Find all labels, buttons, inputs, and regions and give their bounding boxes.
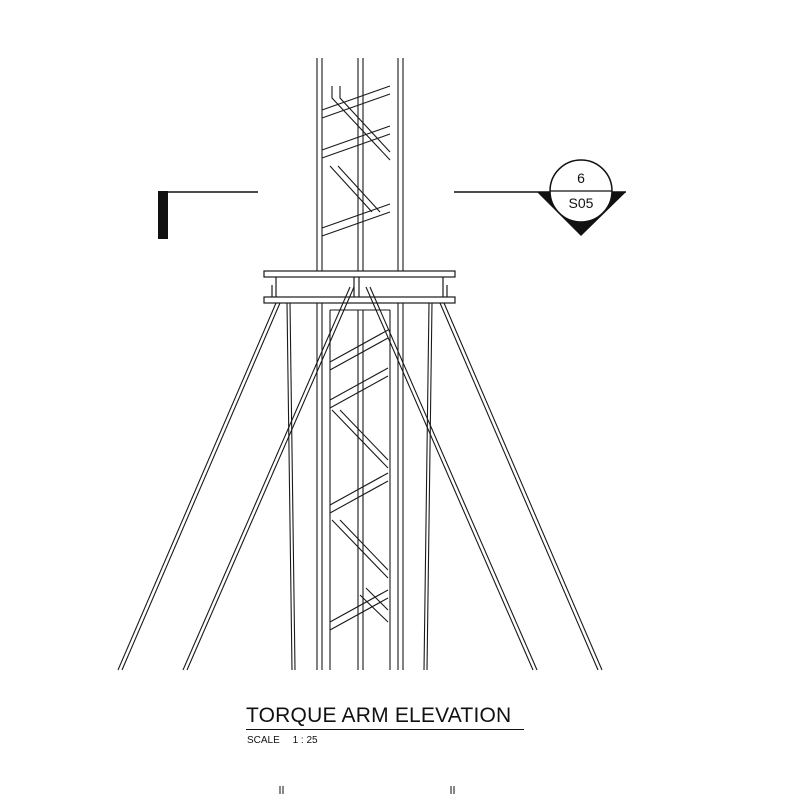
flange-plates bbox=[263, 270, 456, 304]
bottom-ticks bbox=[279, 786, 455, 794]
title-underline bbox=[246, 729, 524, 730]
lower-mast bbox=[316, 303, 404, 670]
section-sheet: S05 bbox=[569, 195, 594, 211]
torque-arms bbox=[117, 286, 603, 671]
section-cut-left bbox=[158, 191, 258, 239]
upper-mast bbox=[316, 58, 404, 272]
scale-value: 1 : 25 bbox=[292, 735, 318, 746]
scale-note: SCALE 1 : 25 bbox=[247, 735, 318, 746]
scale-label: SCALE bbox=[247, 735, 280, 746]
drawing-title: TORQUE ARM ELEVATION bbox=[246, 704, 512, 727]
section-marker[interactable]: 6 S05 bbox=[537, 159, 626, 236]
section-number: 6 bbox=[577, 170, 585, 186]
